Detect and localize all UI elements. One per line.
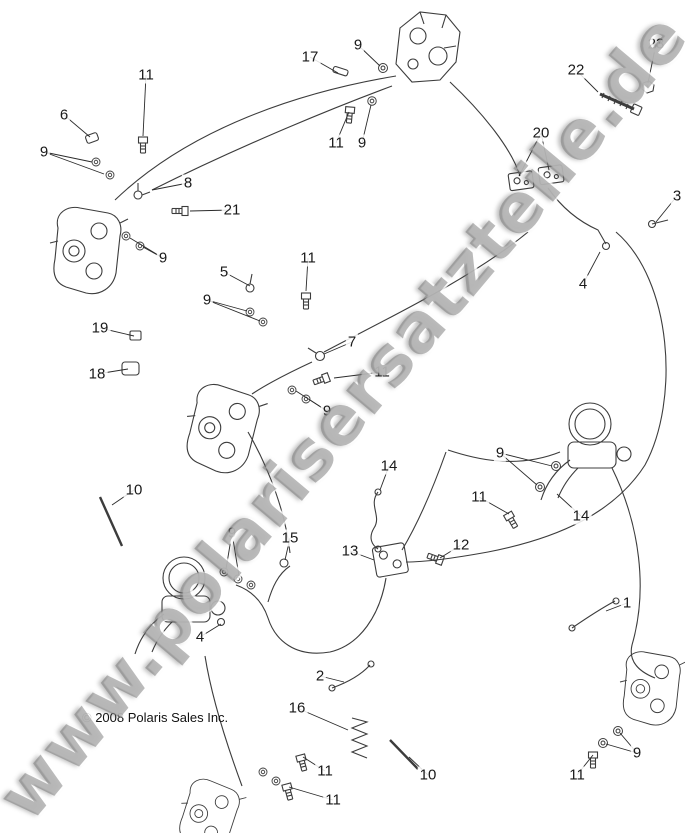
grommet-18 (121, 361, 140, 376)
fitting-5 (245, 283, 255, 293)
callout-12-31: 12 (450, 536, 472, 554)
callout-11-38: 11 (567, 766, 587, 784)
leader-line-9-6 (43, 151, 93, 163)
hose-14-fitting-a (374, 488, 382, 496)
callout-16-35: 16 (286, 699, 308, 717)
callout-22-3: 22 (565, 61, 587, 79)
brake-caliper-bottom-left (172, 774, 249, 833)
leader-line-11-4 (142, 74, 147, 137)
callout-9-22: 9 (320, 402, 334, 420)
callout-3-12: 3 (670, 187, 684, 205)
leader-line-9-17 (206, 299, 248, 312)
callout-1-32: 1 (620, 594, 634, 612)
junction-block-20a (507, 170, 535, 192)
bolt-22 (599, 92, 635, 111)
callout-14-26: 14 (570, 507, 592, 525)
bolt-22-head (630, 103, 643, 116)
callout-9-28: 9 (225, 524, 239, 542)
banjo-fitting-15 (279, 558, 289, 568)
callout-13-30: 13 (339, 542, 361, 560)
callout-20-9: 20 (530, 124, 552, 142)
leader-line-9-24 (499, 452, 553, 467)
callout-4-33: 4 (193, 628, 207, 646)
junction-block-13 (371, 542, 409, 578)
callout-18-20: 18 (86, 365, 108, 383)
callout-21-11: 21 (221, 201, 243, 219)
callout-9-6: 9 (37, 143, 51, 161)
callout-23-2: 23 (645, 35, 667, 53)
master-cylinder-left (134, 556, 226, 655)
hose-2-fitting-b (367, 660, 375, 668)
callout-9-17: 9 (200, 291, 214, 309)
callout-6-5: 6 (57, 106, 71, 124)
brake-caliper-middle (179, 380, 270, 479)
callout-9-8: 9 (355, 134, 369, 152)
line-3-end-fitting (647, 219, 657, 229)
brake-caliper-front-left (49, 206, 129, 295)
abs-valve-assembly (395, 11, 461, 83)
elbow-fitting-8 (133, 190, 143, 200)
hose-2-fitting-a (328, 684, 336, 692)
cap-fitting-6 (85, 132, 99, 144)
brake-caliper-rear-right (619, 651, 685, 726)
leader-line-9-17 (206, 299, 261, 322)
callout-9-37: 9 (630, 744, 644, 762)
callout-8-10: 8 (181, 174, 195, 192)
rod-10-lower (389, 739, 419, 770)
junction-block-20b (537, 164, 565, 186)
rod-10-upper (98, 496, 124, 547)
callout-15-29: 15 (279, 529, 301, 547)
callout-9-24: 9 (493, 444, 507, 462)
callout-9-13: 9 (156, 249, 170, 267)
leader-line-9-6 (43, 151, 105, 175)
callout-11-21: 11 (372, 363, 392, 381)
callout-11-4: 11 (136, 66, 156, 84)
spring-16 (350, 717, 369, 759)
callout-17-0: 17 (299, 48, 321, 66)
master-cylinder-right (540, 402, 632, 501)
banjo-fitting-7 (314, 350, 326, 362)
hose-1-fitting-a (568, 624, 576, 632)
callout-4-16: 4 (576, 275, 590, 293)
copyright-text: © 2008 Polaris Sales Inc. (82, 710, 229, 725)
callout-7-19: 7 (345, 333, 359, 351)
callout-11-7: 11 (326, 134, 346, 152)
fittings-and-misc (85, 65, 669, 770)
fitting-4-right (601, 241, 611, 251)
callout-11-40: 11 (323, 791, 343, 809)
brake-lines (114, 75, 667, 787)
callout-14-23: 14 (378, 457, 400, 475)
callout-11-39: 11 (315, 762, 335, 780)
callout-leader-lines (43, 43, 678, 801)
hose-14-fitting-b (374, 545, 382, 553)
callout-11-25: 11 (469, 488, 489, 506)
callout-19-18: 19 (89, 319, 111, 337)
callout-5-14: 5 (217, 263, 231, 281)
washers (91, 63, 623, 786)
fitting-17 (332, 65, 349, 77)
hose-1-fitting-b (612, 597, 620, 605)
callout-9-1: 9 (351, 36, 365, 54)
callout-2-34: 2 (313, 667, 327, 685)
callout-10-36: 10 (417, 766, 439, 784)
nut-23 (641, 80, 655, 94)
fitting-4-left (216, 617, 226, 627)
callout-10-27: 10 (123, 481, 145, 499)
callout-11-15: 11 (298, 249, 318, 267)
